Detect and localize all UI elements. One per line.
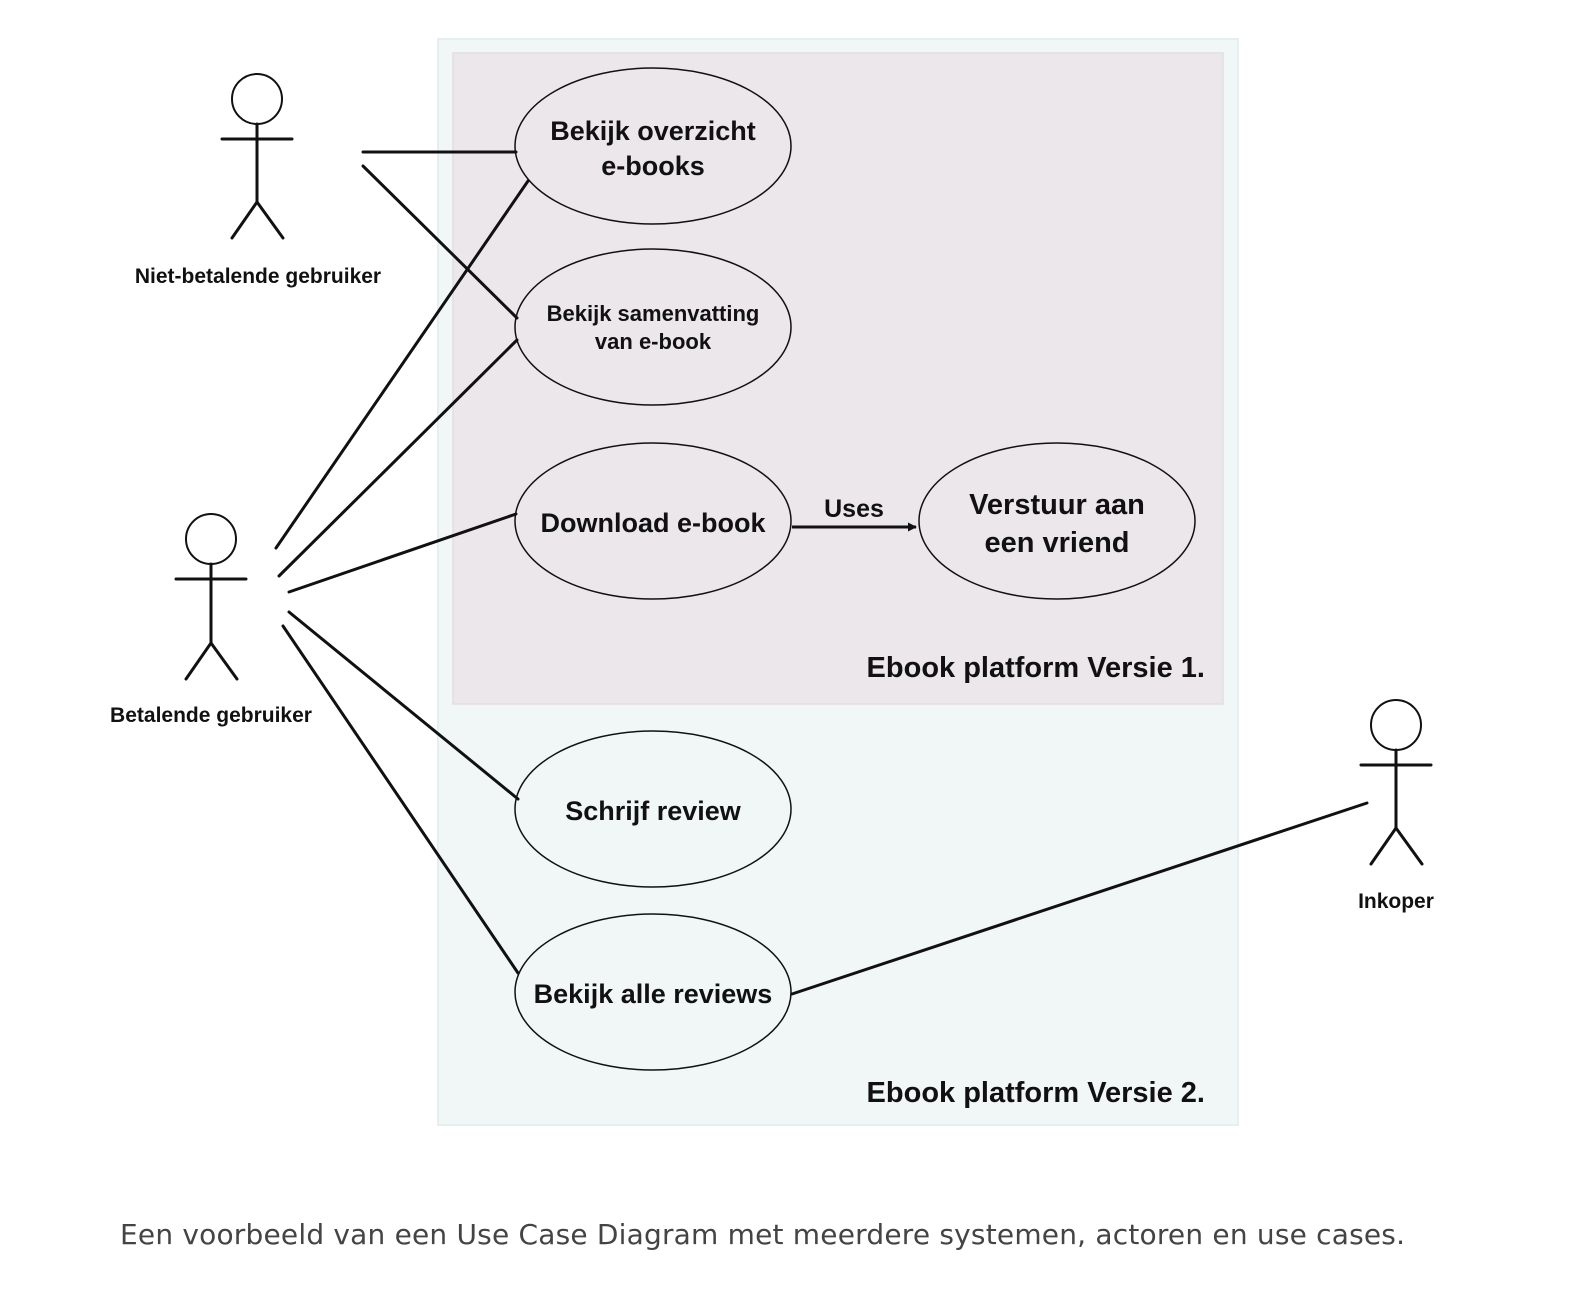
use-case-schrijf-review[interactable]: Schrijf review bbox=[514, 730, 792, 888]
actor-niet-betalende-gebruiker[interactable]: Niet-betalende gebruiker bbox=[135, 73, 381, 288]
use-case-bekijk-alle-reviews[interactable]: Bekijk alle reviews bbox=[514, 913, 792, 1071]
use-case-diagram: Ebook platform Versie 2. Ebook platform … bbox=[110, 38, 1434, 1126]
association-lines bbox=[274, 150, 1369, 996]
uses-label: Uses bbox=[824, 495, 884, 523]
use-case-ellipse[interactable] bbox=[514, 67, 792, 225]
system-boundary-v1-label: Ebook platform Versie 1. bbox=[867, 652, 1205, 684]
system-boundary-v1: Ebook platform Versie 1. bbox=[452, 52, 1224, 705]
association-betalend-alle-reviews bbox=[281, 624, 520, 975]
stick-figure-icon bbox=[220, 73, 294, 240]
use-case-download[interactable]: Download e-book bbox=[514, 442, 792, 600]
use-case-label: e-books bbox=[601, 151, 705, 181]
use-case-label: een vriend bbox=[984, 527, 1129, 559]
stick-figure-icon bbox=[1359, 699, 1433, 866]
actor-betalende-gebruiker[interactable]: Betalende gebruiker bbox=[110, 513, 312, 727]
association-niet-betalend-samenvatting bbox=[361, 164, 519, 320]
use-case-label: Bekijk samenvatting bbox=[547, 301, 760, 326]
use-case-ellipse[interactable] bbox=[918, 442, 1196, 600]
use-case-ellipse[interactable] bbox=[514, 442, 792, 600]
system-boundary-v2-label: Ebook platform Versie 2. bbox=[867, 1077, 1205, 1109]
actor-label: Niet-betalende gebruiker bbox=[135, 265, 381, 288]
use-case-ellipse[interactable] bbox=[514, 248, 792, 406]
association-betalend-schrijf-review bbox=[287, 610, 520, 801]
use-case-label: Bekijk overzicht bbox=[550, 116, 756, 146]
use-case-ellipse[interactable] bbox=[514, 730, 792, 888]
use-case-verstuur-aan-vriend[interactable]: Verstuur aan een vriend bbox=[918, 442, 1196, 600]
uses-relation: Uses bbox=[792, 495, 917, 532]
association-inkoper-alle-reviews bbox=[790, 801, 1369, 996]
use-case-label: Verstuur aan bbox=[969, 489, 1145, 521]
use-case-ellipse[interactable] bbox=[514, 913, 792, 1071]
use-case-bekijk-samenvatting[interactable]: Bekijk samenvatting van e-book bbox=[514, 248, 792, 406]
use-case-label: Bekijk alle reviews bbox=[534, 979, 773, 1009]
figure-caption: Een voorbeeld van een Use Case Diagram m… bbox=[120, 1218, 1406, 1251]
association-betalend-samenvatting bbox=[277, 338, 519, 578]
stick-figure-icon bbox=[174, 513, 248, 681]
actor-label: Inkoper bbox=[1358, 890, 1434, 913]
system-boundary-v1-box bbox=[452, 52, 1224, 705]
association-betalend-overzicht bbox=[274, 179, 530, 550]
use-case-label: Download e-book bbox=[541, 508, 767, 538]
use-case-label: Schrijf review bbox=[565, 796, 742, 826]
actor-inkoper[interactable]: Inkoper bbox=[1358, 699, 1434, 913]
actor-label: Betalende gebruiker bbox=[110, 704, 312, 727]
use-case-label: van e-book bbox=[595, 329, 712, 354]
association-betalend-download bbox=[287, 512, 518, 594]
use-case-bekijk-overzicht[interactable]: Bekijk overzicht e-books bbox=[514, 67, 792, 225]
